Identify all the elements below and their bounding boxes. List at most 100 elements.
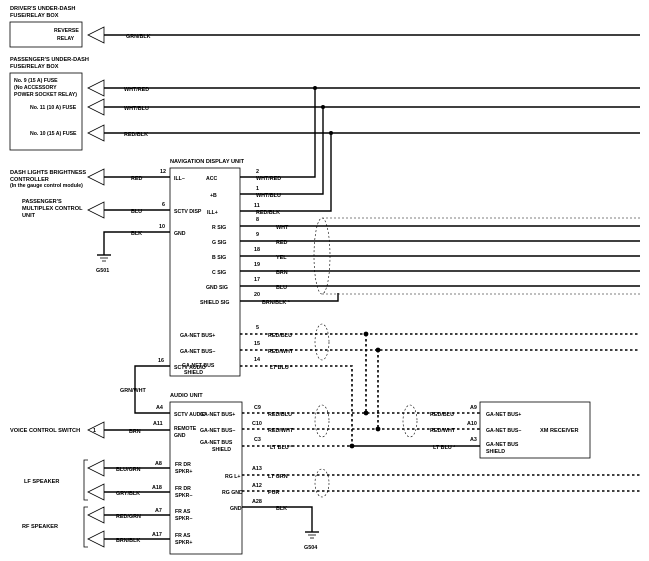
audio-fr-dr-spkr-plus-2: SPKR+ xyxy=(175,469,192,475)
dash-lights-label-2: CONTROLLER xyxy=(10,177,49,183)
nav-wire-wht-blu: WHT/BLU xyxy=(256,193,281,199)
pin-a28: A28 xyxy=(252,499,262,505)
audio-ga-net-shield-1: GA-NET BUS xyxy=(200,440,233,446)
rf-speaker-bracket xyxy=(83,506,88,548)
audio-rg-gnd: RG GND xyxy=(222,490,243,496)
wire-color-red-grn: RED/GRN xyxy=(116,514,141,520)
lf-speaker-plus-connector-icon xyxy=(87,459,105,477)
audio-unit-title: AUDIO UNIT xyxy=(170,393,203,399)
nav-wire-red-blu: RED/BLU xyxy=(268,333,292,339)
xm-wire-lt-blu: LT BLU * xyxy=(433,445,456,451)
pin-5: 5 xyxy=(256,325,259,331)
wire-color-blu-grn: BLU/GRN xyxy=(116,467,141,473)
reverse-relay-box xyxy=(9,21,83,48)
wire-color-brn-blk: BRN/BLK * xyxy=(262,300,291,306)
nav-sctv-disp: SCTV DISP xyxy=(174,209,202,215)
drivers-fuse-box-title-1: DRIVER'S UNDER-DASH xyxy=(10,6,75,12)
wire-color-brn-2: BRN xyxy=(129,429,141,435)
nav-shield-sig: SHIELD SIG xyxy=(200,300,229,306)
nav-ga-net-plus: GA-NET BUS+ xyxy=(180,333,215,339)
audio-wire-red-wht: RED/WHT xyxy=(268,428,294,434)
splice-ga-3 xyxy=(363,410,369,416)
audio-remote-gnd-2: GND xyxy=(174,433,186,439)
ga-net-shield-ellipse-1 xyxy=(314,323,330,361)
wire-audio-gnd xyxy=(242,506,313,532)
audio-fr-as-spkr-plus-1: FR AS xyxy=(175,533,191,539)
fuse-9-connector-icon xyxy=(87,79,105,97)
pin-xm-a10: A10 xyxy=(467,421,477,427)
audio-fr-dr-spkr-plus-1: FR DR xyxy=(175,462,191,468)
wire-acc-drop xyxy=(240,88,316,178)
rf-speaker-minus-connector-icon xyxy=(87,506,105,524)
wire-color-blk: BLK xyxy=(131,231,142,237)
dash-lights-label-1: DASH LIGHTS BRIGHTNESS xyxy=(10,170,86,176)
nav-wire-red-blk: RED/BLK xyxy=(256,210,280,216)
nav-c-sig: C SIG xyxy=(212,270,226,276)
pin-20: 20 xyxy=(254,292,260,298)
reverse-relay-connector-icon xyxy=(87,26,105,44)
wire-color-wht: WHT xyxy=(276,225,289,231)
splice-ga-5 xyxy=(349,443,355,449)
pin-12: 12 xyxy=(160,169,166,175)
rf-speaker-label: RF SPEAKER xyxy=(22,524,58,530)
dash-lights-label-3: (In the gauge control module) xyxy=(10,183,83,189)
nav-sctv-audio: SCTV AUDIO xyxy=(174,365,206,371)
pin-c9: C9 xyxy=(254,405,261,411)
rf-speaker-plus-connector-icon xyxy=(87,530,105,548)
pin-xm-a3: A3 xyxy=(470,437,477,443)
pin-11: 11 xyxy=(254,203,260,209)
wire-color-blu-2: BLU xyxy=(276,285,287,291)
pin-1: 1 xyxy=(256,186,259,192)
audio-fr-dr-spkr-minus-1: FR DR xyxy=(175,486,191,492)
nav-unit-title: NAVIGATION DISPLAY UNIT xyxy=(170,159,245,165)
audio-unit-box xyxy=(169,401,243,555)
nav-ga-net-shield-1: GA-NET BUS xyxy=(182,363,215,369)
fuse-9-label-3: POWER SOCKET RELAY) xyxy=(14,92,77,98)
nav-acc: ACC xyxy=(206,176,217,182)
nav-ga-net-shield-2: SHIELD xyxy=(184,370,203,376)
xm-ga-net-minus: GA-NET BUS− xyxy=(486,428,521,434)
wire-color-yel: YEL xyxy=(276,255,287,261)
lf-speaker-minus-connector-icon xyxy=(87,483,105,501)
wire-nav-gnd xyxy=(103,231,170,255)
wire-ill-drop xyxy=(240,133,332,212)
xm-wire-red-blu: RED/BLU xyxy=(430,412,454,418)
audio-rg-l-plus: RG L+ xyxy=(225,474,240,480)
passenger-fuse-box-title-2: FUSE/RELAY BOX xyxy=(10,64,59,70)
nav-ga-net-minus: GA-NET BUS− xyxy=(180,349,215,355)
audio-ga-net-shield-2: SHIELD xyxy=(212,447,231,453)
voice-control-label: VOICE CONTROL SWITCH xyxy=(10,428,80,434)
reverse-relay-label-1: REVERSE xyxy=(54,28,79,34)
pin-a18: A18 xyxy=(152,485,162,491)
ga-net-shield-ellipse-2 xyxy=(314,404,330,438)
wire-color-brn-blk-2: BRN/BLK xyxy=(116,538,140,544)
pin-a7: A7 xyxy=(155,508,162,514)
wire-color-red-2: RED xyxy=(276,240,287,246)
audio-ga-net-minus: GA-NET BUS− xyxy=(200,428,235,434)
ground-g501-label: G501 xyxy=(96,268,109,274)
xm-receiver-box xyxy=(479,401,591,459)
ga-net-shield-ellipse-3 xyxy=(402,404,418,438)
audio-fr-dr-spkr-minus-2: SPKR− xyxy=(175,493,192,499)
wire-color-brn: BRN xyxy=(276,270,288,276)
wire-ga-net-shield-nav xyxy=(240,365,353,374)
pin-a11: A11 xyxy=(153,421,163,427)
lf-speaker-bracket xyxy=(83,459,88,501)
pin-a8: A8 xyxy=(155,461,162,467)
wire-color-wht-blu: WHT/BLU xyxy=(124,106,149,112)
nav-b-sig: B SIG xyxy=(212,255,226,261)
pin-17: 17 xyxy=(254,277,260,283)
audio-sctv-audio: SCTV AUDIO xyxy=(174,412,206,418)
rg-shield-ellipse xyxy=(314,468,330,498)
wire-color-blk-2: BLK xyxy=(276,506,287,512)
audio-gnd: GND xyxy=(230,506,242,512)
wire-color-red: RED xyxy=(131,176,142,182)
xm-ga-net-shield-1: GA-NET BUS xyxy=(486,442,519,448)
multiplex-label-2: MULTIPLEX CONTROL xyxy=(22,206,83,212)
multiplex-label-3: UNIT xyxy=(22,213,36,219)
audio-fr-as-spkr-minus-2: SPKR− xyxy=(175,516,192,522)
xm-ga-net-shield-2: SHIELD xyxy=(486,449,505,455)
nav-unit-box xyxy=(169,167,241,377)
pin-a17: A17 xyxy=(152,532,162,538)
audio-remote-gnd-1: REMOTE xyxy=(174,426,197,432)
